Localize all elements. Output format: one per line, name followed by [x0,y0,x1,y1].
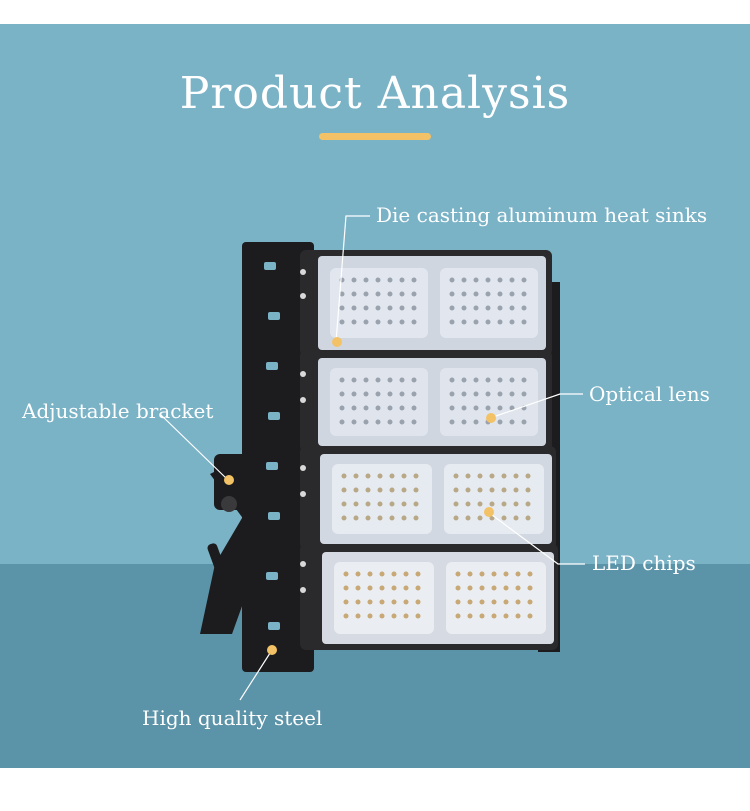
title-underline [319,133,431,140]
label-high-quality-steel: High quality steel [142,706,323,730]
led-chip-grid-4 [343,571,533,619]
label-led-chips: LED chips [592,551,696,575]
led-module-1 [300,250,552,356]
led-chip-grid-1 [339,277,527,325]
floodlight-illustration [159,215,585,701]
callout-lines [159,215,585,701]
led-module-3 [300,446,556,550]
label-adjustable-bracket: Adjustable bracket [22,399,214,423]
frame-holes [264,262,280,630]
led-module-4 [300,544,558,650]
callout-dots [224,337,496,655]
led-chip-grid-3 [341,473,531,521]
label-optical-lens: Optical lens [589,382,710,406]
led-chip-grid-2 [339,377,527,425]
led-module-2 [300,350,552,452]
page-title: Product Analysis [179,68,571,119]
product-panel: Product Analysis [0,24,750,768]
label-heat-sinks: Die casting aluminum heat sinks [376,203,708,227]
frame-screws [300,269,306,593]
